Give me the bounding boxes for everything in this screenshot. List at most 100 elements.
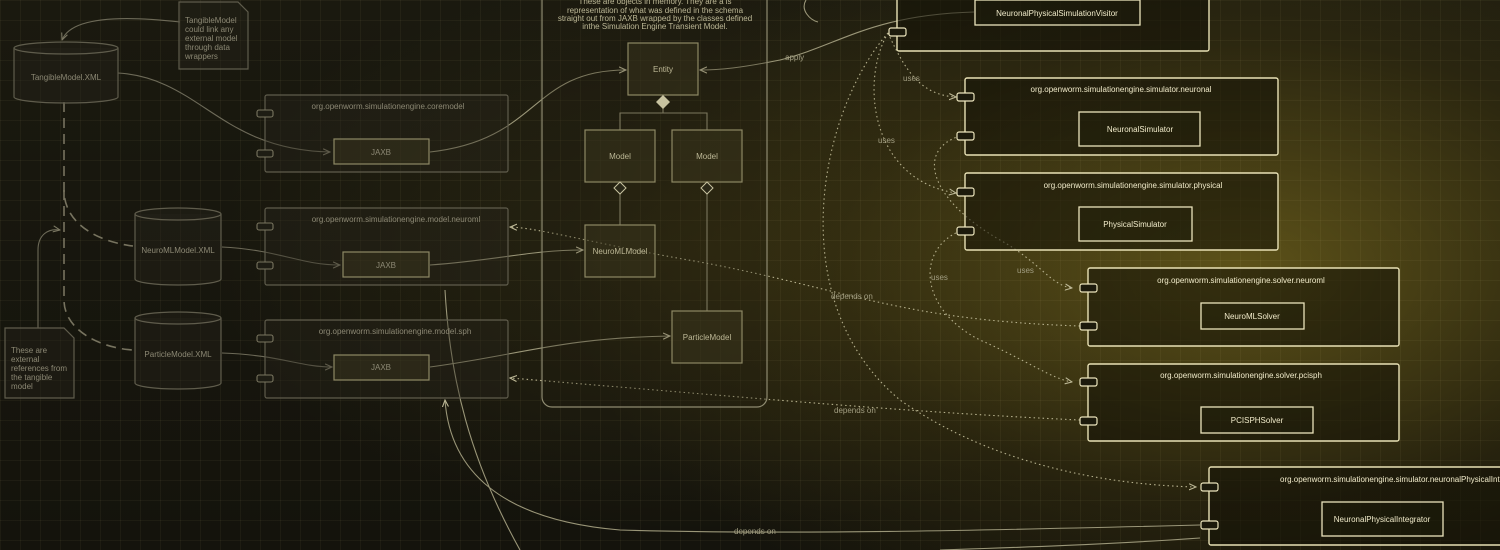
package-coremodel[interactable]: org.openworm.simulationengine.coremodel … <box>256 94 509 173</box>
memory-note-l4: inthe Simulation Engine Transient Model. <box>582 22 727 31</box>
component-neuroml-solver <box>1200 302 1305 330</box>
note-tangible-text-a: TangibleModel <box>185 16 237 25</box>
package-model-neuroml[interactable]: org.openworm.simulationengine.model.neur… <box>256 207 509 286</box>
port <box>256 261 274 270</box>
class-particle-model-label: ParticleModel <box>683 333 732 342</box>
edge-depends-neuroml <box>510 227 1081 327</box>
class-particle-model[interactable]: ParticleModel <box>671 310 743 364</box>
label-uses-1: uses <box>903 74 920 83</box>
edge-particle-xml-to-jaxb <box>221 352 332 367</box>
port <box>956 226 975 236</box>
component-integrator-label: NeuronalPhysicalIntegrator <box>1334 515 1431 524</box>
package-simulator-physical-title: org.openworm.simulationengine.simulator.… <box>1044 181 1223 190</box>
component-neuroml-solver-label: NeuroMLSolver <box>1224 312 1280 321</box>
class-model-right-label: Model <box>696 152 718 161</box>
note-external-text-d: the tangible <box>11 373 53 382</box>
label-apply: apply <box>785 53 804 62</box>
package-solver-pcisph[interactable]: org.openworm.simulationengine.solver.pci… <box>1079 363 1400 442</box>
component-visitor-label: NeuronalPhysicalSimulationVisitor <box>996 9 1118 18</box>
port <box>256 222 274 231</box>
note-external-text-a: These are <box>11 346 48 355</box>
datastore-particle-label: ParticleModel.XML <box>144 350 212 359</box>
edge-neuroml-xml-to-jaxb <box>221 246 340 265</box>
component-pcisph-solver-label: PCISPHSolver <box>1231 416 1284 425</box>
edge-entity-inheritance <box>619 107 708 130</box>
datastore-tangible[interactable]: TangibleModel.XML <box>13 41 119 104</box>
note-tangible-text-c: external model <box>185 34 238 43</box>
memory-note-l1: These are objects in memory. They are a … <box>578 0 731 6</box>
component-jaxb-1-label: JAXB <box>371 148 391 157</box>
port <box>1079 377 1098 387</box>
note-tangible-text-e: wrappers <box>184 52 218 61</box>
edge-uses-physical <box>873 32 956 193</box>
edge-note-to-external <box>37 230 60 328</box>
package-solver-neuroml[interactable]: org.openworm.simulationengine.solver.neu… <box>1079 267 1400 347</box>
edge-uses-pcisphsolver <box>929 230 1072 382</box>
edge-jaxb-to-entity <box>429 70 626 153</box>
class-neuroml-model-label: NeuroMLModel <box>593 247 648 256</box>
package-coremodel-title: org.openworm.simulationengine.coremodel <box>312 102 465 111</box>
port <box>1200 520 1219 530</box>
memory-container: These are objects in memory. They are a … <box>541 0 768 408</box>
port <box>256 149 274 158</box>
note-external-text-e: model <box>11 382 33 391</box>
aggregation-diamond <box>613 181 627 195</box>
label-depends-1: depends on <box>831 292 873 301</box>
note-tangible-text-d: through data <box>185 43 230 52</box>
edges <box>37 0 1201 550</box>
edge-labels: apply uses uses uses uses depends on dep… <box>734 53 1034 536</box>
edge-tangible-to-neuroml-xml <box>63 102 134 247</box>
class-model-left[interactable]: Model <box>584 129 656 195</box>
port <box>1079 321 1098 331</box>
edge-note-to-tangible <box>62 18 181 40</box>
package-model-neuroml-title: org.openworm.simulationengine.model.neur… <box>312 215 481 224</box>
note-external: These are external references from the t… <box>4 327 75 399</box>
component-neuronal-simulator-label: NeuronalSimulator <box>1107 125 1174 134</box>
port <box>1079 416 1098 426</box>
component-jaxb-3-label: JAXB <box>371 363 391 372</box>
port <box>256 109 274 118</box>
package-visitor-host[interactable]: NeuronalPhysicalSimulationVisitor <box>888 0 1210 52</box>
aggregation-diamond <box>700 181 714 195</box>
component-visitor <box>974 0 1141 26</box>
datastore-neuroml[interactable]: NeuroMLModel.XML <box>134 207 222 286</box>
port <box>1200 482 1219 492</box>
port <box>956 131 975 141</box>
component-neuronal-simulator <box>1078 111 1201 147</box>
datastore-neuroml-label: NeuroMLModel.XML <box>141 246 215 255</box>
edge-tangible-to-particle-xml <box>63 190 134 351</box>
class-model-right[interactable]: Model <box>671 129 743 195</box>
component-jaxb-1 <box>333 138 430 165</box>
datastore-tangible-label: TangibleModel.XML <box>31 73 102 82</box>
port <box>956 187 975 197</box>
package-simulator-physical[interactable]: org.openworm.simulationengine.simulator.… <box>956 172 1279 251</box>
package-model-sph[interactable]: org.openworm.simulationengine.model.sph … <box>256 319 509 399</box>
label-depends-2: depends on <box>834 406 876 415</box>
label-uses-3: uses <box>1017 266 1034 275</box>
label-uses-4: uses <box>931 273 948 282</box>
component-jaxb-2 <box>342 251 430 278</box>
composition-diamond <box>656 95 670 109</box>
edge-neuroml-down <box>444 289 521 550</box>
port <box>256 374 274 383</box>
package-simulator-integrator[interactable]: org.openworm.simulationengine.simulator.… <box>1200 466 1500 546</box>
memory-note-l3: straight out from JAXB wrapped by the cl… <box>558 14 752 23</box>
package-model-sph-title: org.openworm.simulationengine.model.sph <box>319 327 472 336</box>
class-model-left-label: Model <box>609 152 631 161</box>
note-tangible <box>178 1 249 70</box>
edge-integrator-bottom <box>939 537 1201 550</box>
port <box>1079 283 1098 293</box>
class-neuroml-model[interactable]: NeuroMLModel <box>584 224 656 278</box>
edge-top-curve <box>803 0 819 23</box>
package-solver-pcisph-title: org.openworm.simulationengine.solver.pci… <box>1160 371 1322 380</box>
edge-visitor-to-integrator <box>822 32 1196 487</box>
note-external-text-b: external <box>11 355 40 364</box>
package-simulator-neuronal[interactable]: org.openworm.simulationengine.simulator.… <box>956 77 1279 156</box>
package-simulator-neuronal-title: org.openworm.simulationengine.simulator.… <box>1031 85 1212 94</box>
class-entity[interactable]: Entity <box>627 42 699 109</box>
package-solver-neuroml-title: org.openworm.simulationengine.solver.neu… <box>1157 276 1325 285</box>
component-physical-simulator-label: PhysicalSimulator <box>1103 220 1167 229</box>
edge-jaxb-to-neuromlmodel <box>429 250 583 266</box>
package-simulator-integrator-title: org.openworm.simulationengine.simulator.… <box>1280 475 1500 484</box>
datastore-particle[interactable]: ParticleModel.XML <box>134 311 222 390</box>
